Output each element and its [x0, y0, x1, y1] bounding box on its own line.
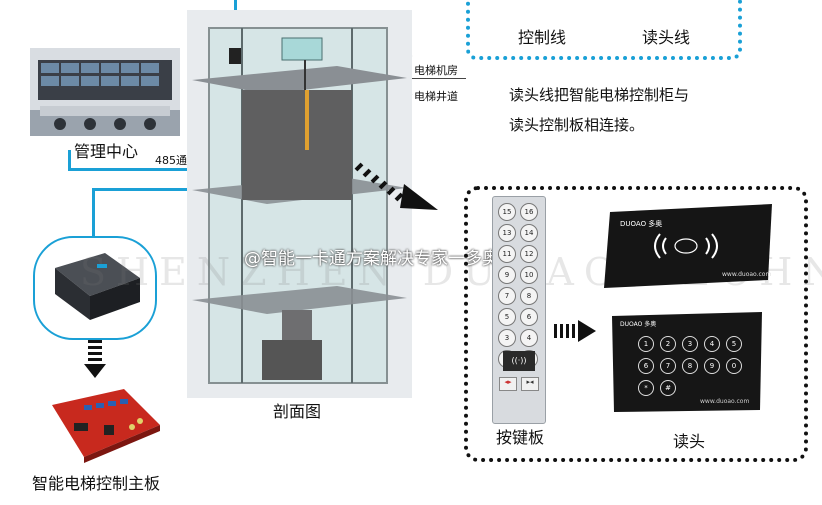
- watermark-handle: @智能一卡通方案解决专家一多奥: [244, 249, 499, 269]
- svg-text:DUOAO 多奥: DUOAO 多奥: [620, 219, 662, 228]
- card-reader-panel: DUOAO 多奥 www.duoao.com: [604, 204, 772, 288]
- management-center-label: 管理中心: [74, 142, 139, 161]
- keypad-button-15[interactable]: 15: [498, 203, 516, 221]
- keypad-reader-box: [464, 186, 808, 462]
- keypad-button-13[interactable]: 13: [498, 224, 516, 242]
- keypad-button-10[interactable]: 10: [520, 266, 538, 284]
- cable-legend-box: [466, 0, 742, 60]
- reader-line-label: 读头线: [642, 28, 691, 47]
- reader-label: 读头: [673, 432, 706, 451]
- diagonal-arrow-icon: [352, 160, 442, 219]
- shaft-label: 电梯井道: [414, 90, 458, 103]
- reader-url: www.duoao.com: [700, 398, 750, 405]
- reader-key-0[interactable]: 1: [638, 336, 654, 352]
- reader-key-1[interactable]: 2: [660, 336, 676, 352]
- keypad-button-3[interactable]: 3: [498, 329, 516, 347]
- elevator-section: [187, 10, 412, 398]
- floor-divider-line: [404, 78, 466, 79]
- section-view-label: 剖面图: [273, 402, 322, 421]
- reader-key-9[interactable]: 0: [726, 358, 742, 374]
- main-board-label: 智能电梯控制主板: [32, 474, 161, 493]
- controller-cable-v: [92, 188, 95, 236]
- keypad-panel: 15161314111291078563412 ((·)) ◂▸ ▸◂: [492, 196, 546, 424]
- keypad-button-16[interactable]: 16: [520, 203, 538, 221]
- rs485-cable-h: [68, 168, 246, 171]
- description-line-1: 读头线把智能电梯控制柜与: [509, 86, 690, 104]
- reader-key-7[interactable]: 8: [682, 358, 698, 374]
- keypad-button-11[interactable]: 11: [498, 245, 516, 263]
- keypad-label: 按键板: [496, 428, 545, 447]
- keypad-button-14[interactable]: 14: [520, 224, 538, 242]
- rs485-cable-v: [68, 150, 71, 170]
- reader-key-3[interactable]: 4: [704, 336, 720, 352]
- keypad-open-button: ◂▸: [499, 377, 517, 391]
- controller-box: [33, 236, 157, 340]
- down-arrow-striped-icon: [84, 340, 106, 384]
- reader-key-2[interactable]: 3: [682, 336, 698, 352]
- keypad-button-5[interactable]: 5: [498, 308, 516, 326]
- keypad-button-6[interactable]: 6: [520, 308, 538, 326]
- svg-text:DUOAO 多奥: DUOAO 多奥: [620, 320, 656, 328]
- machine-room-label: 电梯机房: [414, 64, 458, 77]
- keypad-button-8[interactable]: 8: [520, 287, 538, 305]
- main-board-image: [44, 385, 164, 469]
- keypad-button-9[interactable]: 9: [498, 266, 516, 284]
- keypad-button-4[interactable]: 4: [520, 329, 538, 347]
- control-line-label: 控制线: [518, 28, 567, 47]
- management-center-photo: [30, 48, 180, 136]
- keypad-button-12[interactable]: 12: [520, 245, 538, 263]
- reader-key-10[interactable]: *: [638, 380, 654, 396]
- reader-key-5[interactable]: 6: [638, 358, 654, 374]
- reader-key-11[interactable]: #: [660, 380, 676, 396]
- keypad-close-button: ▸◂: [521, 377, 539, 391]
- controller-cable-h: [92, 188, 242, 191]
- keypad-button-grid: 15161314111291078563412: [498, 203, 540, 368]
- description-line-2: 读头控制板相连接。: [509, 116, 645, 134]
- reader-key-6[interactable]: 7: [660, 358, 676, 374]
- right-arrow-icon: [554, 320, 596, 346]
- reader-key-8[interactable]: 9: [704, 358, 720, 374]
- reader-key-4[interactable]: 5: [726, 336, 742, 352]
- keypad-card-area: ((·)): [503, 351, 535, 371]
- keypad-button-7[interactable]: 7: [498, 287, 516, 305]
- svg-text:www.duoao.com: www.duoao.com: [722, 271, 771, 278]
